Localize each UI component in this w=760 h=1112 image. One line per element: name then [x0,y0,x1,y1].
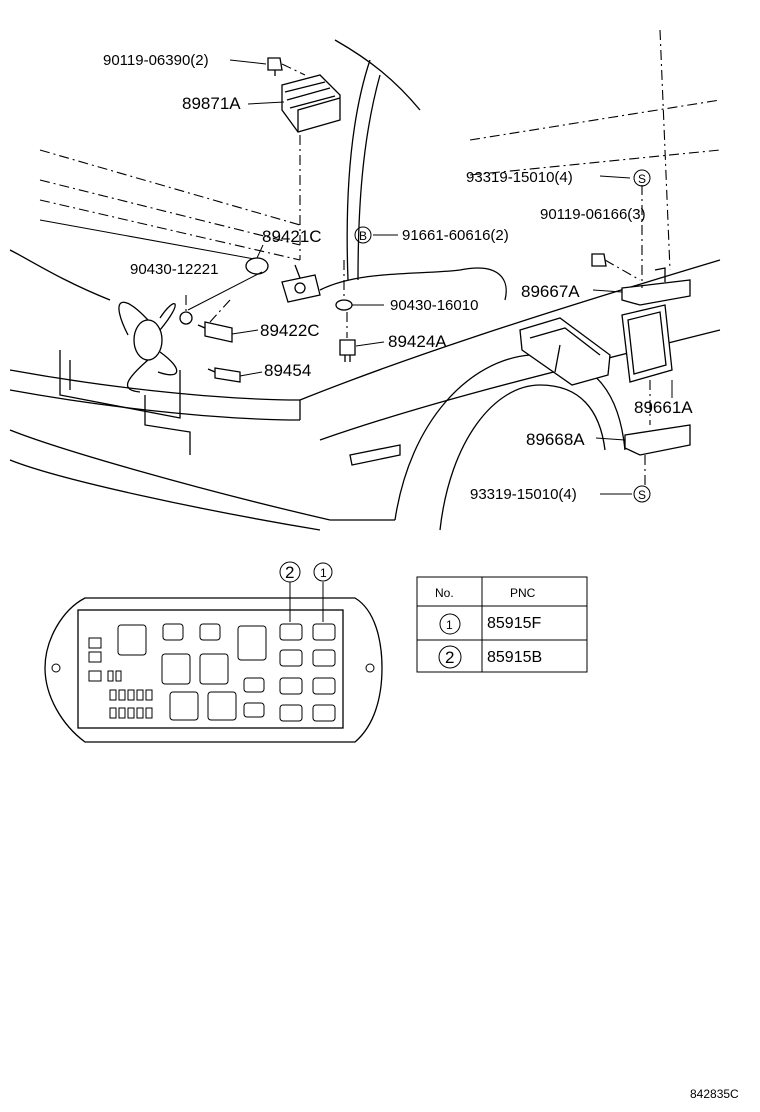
bolt-90119-06390-sketch [267,57,306,76]
callout-89421C: 89421C [262,227,322,246]
table-row: 2 85915B [438,645,542,669]
callout-90430-16010: 90430-16010 [390,297,478,314]
b-mark: B [354,226,372,244]
svg-text:S: S [638,172,646,186]
sensor-89422C-sketch [197,299,233,343]
svg-text:B: B [359,229,367,243]
table-row: 1 85915F [439,613,541,635]
washer-90430-16010-sketch [335,299,353,311]
module-89871A-sketch [281,74,341,260]
pnc-table: No. PNC 1 85915F 2 85915B [416,576,588,673]
callout-90119-06166: 90119-06166(3) [540,206,646,223]
s-mark-bottom: S [633,485,651,503]
radiator-fan-sketch [118,301,178,393]
svg-text:2: 2 [285,563,294,582]
relay-callout-2: 2 [279,561,301,583]
junction-box-detail [44,582,383,743]
callout-89424A: 89424A [388,332,447,351]
vehicle-body-outline [9,29,721,531]
relay-callout-1: 1 [313,562,333,582]
ecu-89661A-sketch [621,304,673,425]
pnc-cell: 85915F [487,615,541,632]
diagram-code: 842835C [690,1087,739,1101]
svg-text:1: 1 [320,566,327,580]
table-header-no: No. [435,586,454,600]
sensor-89454-sketch [207,367,241,383]
sensor-89424A-sketch [339,312,356,362]
callout-89661A: 89661A [634,398,693,417]
callout-91661-60616: 91661-60616(2) [402,227,509,244]
bracket-89668A-sketch [624,424,691,488]
callout-89871A: 89871A [182,94,241,113]
ecu-tray-sketch [519,317,611,386]
table-header-pnc: PNC [510,586,536,600]
svg-text:2: 2 [445,648,454,667]
svg-text:1: 1 [446,618,453,632]
callout-89668A: 89668A [526,430,585,449]
callout-89422C: 89422C [260,321,320,340]
s-mark-top: S [633,169,651,187]
callout-93319-15010-bottom: 93319-15010(4) [470,486,577,503]
callout-93319-15010-top: 93319-15010(4) [466,169,573,186]
washer-90430-12221-sketch [179,311,193,325]
pnc-cell: 85915B [487,649,542,666]
bolt-90119-06166-sketch [591,253,641,281]
callout-90119-06390: 90119-06390(2) [103,52,209,69]
bracket-89667A-sketch [621,185,691,306]
leader-lines [187,59,673,495]
grommet-sketch [245,257,269,275]
callout-89454: 89454 [264,361,311,380]
callout-89667A: 89667A [521,282,580,301]
callout-90430-12221: 90430-12221 [130,261,218,278]
sensor-89421C-sketch [281,264,321,303]
svg-text:S: S [638,488,646,502]
